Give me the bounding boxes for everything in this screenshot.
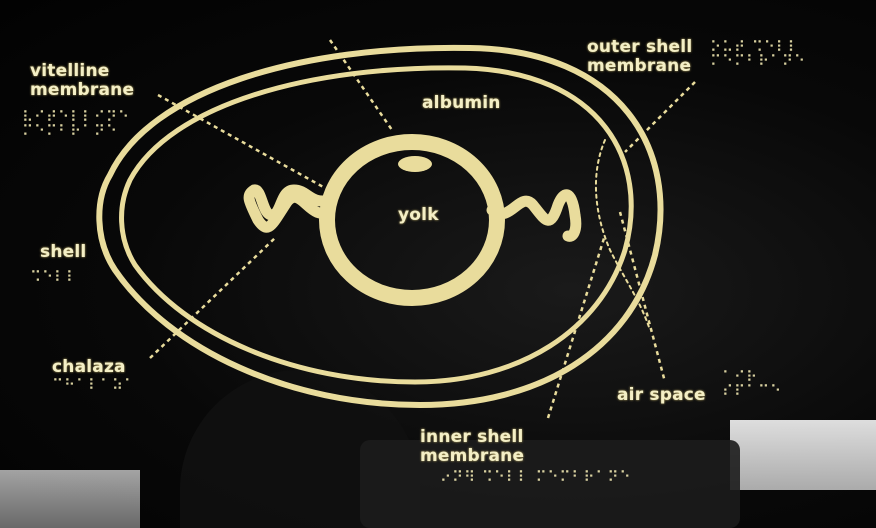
leader-vitelline (157, 93, 326, 190)
braille-inner-shell: ⠔⠝⠻ ⠩⠑⠇⠇ ⠍⠑⠍⠃⠗⠁⠝⠑ (440, 468, 632, 486)
label-outer-shell-membrane: outer shell membrane (587, 38, 692, 76)
label-outer-shell-line2: membrane (587, 56, 692, 76)
label-inner-shell-line2: membrane (420, 446, 525, 466)
leader-albumin (328, 39, 394, 131)
inner-membrane-outline (119, 65, 634, 385)
label-air-space: air space (617, 385, 706, 405)
label-vitelline-membrane: vitelline membrane (30, 62, 134, 100)
air-space-boundary (595, 139, 651, 331)
braille-outer-shell: ⠕⠥⠞ ⠩⠑⠇⠇⠍⠑⠍⠃⠗⠁⠝⠑ (710, 38, 806, 70)
braille-shell: ⠩⠑⠇⠇ (30, 268, 78, 286)
chalaza-left (243, 184, 336, 233)
leader-chalaza (149, 237, 276, 359)
phone-reflection (360, 440, 740, 528)
light-reflection-left (0, 470, 140, 528)
braille-vitelline: ⠧⠊⠞⠑⠇⠇⠊⠝⠑⠍⠑⠍⠃⠗⠁⠝⠑ (22, 108, 130, 140)
leader-air-space (618, 211, 667, 383)
label-inner-shell-line1: inner shell (420, 427, 524, 447)
shell-outline (96, 44, 664, 409)
braille-air-space: ⠁⠊⠗⠎⠏⠁⠉⠑ (722, 368, 782, 400)
label-vitelline-line1: vitelline (30, 61, 110, 81)
chalaza-right (486, 189, 582, 242)
leader-outer-shell (624, 81, 696, 153)
label-vitelline-line2: membrane (30, 80, 135, 100)
label-shell: shell (40, 242, 87, 262)
braille-chalaza: ⠉⠓⠁⠇⠁⠵⠁ (52, 376, 136, 394)
label-outer-shell-line1: outer shell (587, 37, 693, 57)
label-chalaza: chalaza (52, 357, 126, 377)
light-reflection-right (730, 420, 876, 490)
label-inner-shell-membrane: inner shell membrane (420, 428, 524, 466)
label-albumin: albumin (422, 93, 501, 113)
germinal-disc (398, 156, 432, 172)
label-yolk: yolk (398, 205, 439, 225)
yolk-ring (319, 134, 505, 306)
